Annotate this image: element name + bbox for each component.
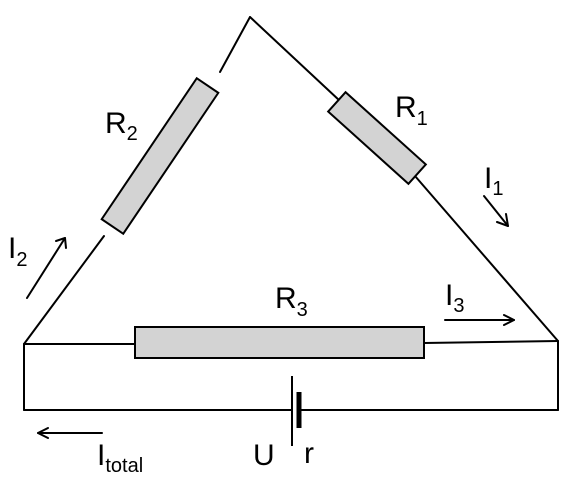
arrow-i3-icon — [444, 314, 515, 326]
label-voltage-u: U — [253, 439, 275, 472]
wire-r2-upper — [219, 16, 251, 73]
label-r1: R1 — [395, 91, 428, 130]
arrow-i2-icon — [26, 237, 67, 299]
wire-r2-lower — [23, 235, 105, 345]
label-r3: R3 — [275, 282, 308, 321]
arrow-total-icon — [37, 427, 103, 439]
resistor-r2 — [100, 76, 220, 236]
label-i2: I2 — [8, 232, 27, 271]
label-i1: I1 — [484, 162, 503, 200]
wire-r1-lower — [414, 175, 559, 342]
label-r2: R2 — [105, 107, 138, 145]
arrow-i1-icon — [483, 195, 509, 227]
label-i-total: Itotal — [97, 439, 143, 477]
label-internal-resistance-r: r — [304, 437, 314, 470]
wire-r1-upper — [249, 16, 341, 102]
label-i3: I3 — [445, 279, 464, 317]
resistor-r1 — [326, 90, 428, 186]
resistor-r3 — [134, 326, 425, 359]
wire-r3-right — [423, 340, 559, 344]
